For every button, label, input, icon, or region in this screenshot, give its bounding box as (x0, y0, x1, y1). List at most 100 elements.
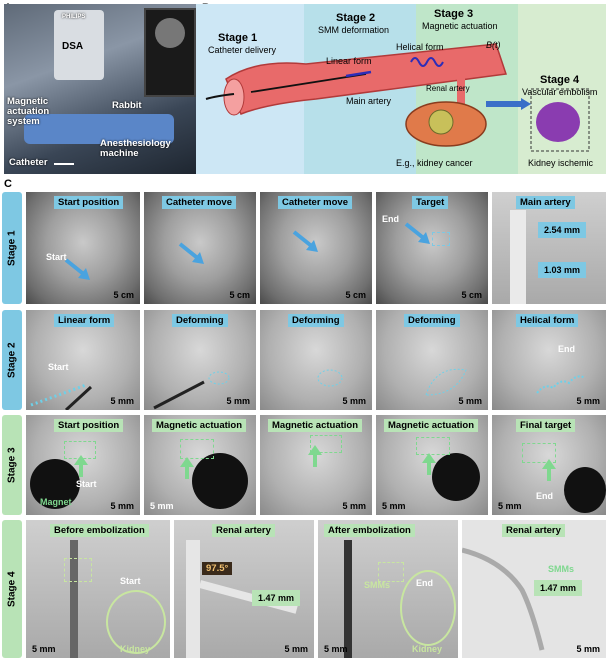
field-label: B(t) (486, 40, 501, 50)
stage1-caption-5: Main artery (516, 196, 575, 209)
schematic-panel: Stage 1 Catheter delivery Stage 2 SMM de… (196, 4, 606, 174)
stage1-frame-3: Catheter move 5 cm (260, 192, 372, 304)
stage2-caption-3: Deforming (288, 314, 344, 327)
operating-room-photo: PHILIPS DSA Magnetic actuation system Ra… (4, 4, 196, 174)
main-artery-vessel (510, 210, 526, 304)
stage1-scale-4: 5 cm (461, 290, 482, 300)
stage2-frame-4: Deforming 5 mm (376, 310, 488, 410)
stage1-scale-3: 5 cm (345, 290, 366, 300)
stage1-frame-4: Target End 5 cm (376, 192, 488, 304)
magnet-disc-1 (30, 459, 80, 509)
magnet-disc-4 (432, 453, 480, 501)
stage4-kidney-label-1: Kidney (120, 644, 151, 654)
stage4-roi-box-2 (378, 562, 404, 582)
stage3-box-1 (64, 441, 96, 459)
stage3-scale-4: 5 mm (382, 501, 406, 511)
stage1-target-box (432, 232, 450, 246)
anesthesiology-label: Anesthesiology machine (100, 138, 171, 159)
stage2-title: Stage 2 (336, 12, 376, 24)
stage2-frame-5: Helical form End 5 mm (492, 310, 606, 410)
stage3-magnet-label: Magnet (40, 497, 72, 507)
stage4-scale-1: 5 mm (32, 644, 56, 654)
stage3-caption-3: Magnetic actuation (268, 419, 363, 432)
stage4-caption-4: Renal artery (502, 524, 565, 537)
stage3-title: Stage 3 (434, 8, 474, 20)
monitor-screen (144, 8, 196, 97)
stage3-end-label: End (536, 491, 553, 501)
stage1-title: Stage 1 (218, 32, 258, 44)
dsa-c-arm (54, 10, 104, 80)
stage2-scale-4: 5 mm (458, 396, 482, 406)
stage2-caption-4: Deforming (404, 314, 460, 327)
stage1-arrow-3 (292, 230, 318, 252)
stage4-kidney-outline-2 (400, 570, 456, 646)
stage3-scale-2: 5 mm (150, 501, 174, 511)
stage4-aorta-2 (186, 540, 200, 658)
stage4-renal-vessel-2 (462, 547, 545, 651)
stage4-angle-label: 97.5° (202, 562, 233, 575)
stage2-scale-2: 5 mm (226, 396, 250, 406)
stage3-row: Start position Magnet Start 5 mm Magneti… (26, 415, 606, 515)
stage2-row: Linear form Start 5 mm Deforming 5 mm De… (26, 310, 606, 410)
stage3-caption-2: Magnetic actuation (152, 419, 247, 432)
stage1-start-label: Start (46, 252, 67, 262)
stage2-helix (536, 375, 586, 394)
stage1-arrow-4 (404, 222, 430, 244)
stage4-measure-2: 1.47 mm (534, 580, 583, 596)
stage1-arrow-1 (64, 258, 90, 280)
stage4-smms-label-2: SMMs (548, 564, 575, 574)
stage1-caption-1: Start position (54, 196, 124, 209)
stage3-arrow-2 (180, 457, 194, 479)
stage1-caption-3: Catheter move (278, 196, 352, 209)
stage1-caption-2: Catheter move (162, 196, 236, 209)
stage1-frame-1: Start position Start 5 cm (26, 192, 140, 304)
rabbit-label: Rabbit (112, 100, 142, 111)
stage1-scale-1: 5 cm (113, 290, 134, 300)
magnet-disc-2 (192, 453, 248, 509)
stage4-frame-2: Renal artery 97.5° 1.47 mm 5 mm (174, 520, 314, 658)
stage4-frame-3: After embolization SMMs End Kidney 5 mm (318, 520, 458, 658)
stage2-catheter-3 (317, 369, 343, 387)
stage4-start-label: Start (120, 576, 141, 586)
stage2-scale-1: 5 mm (110, 396, 134, 406)
stage3-frame-5: Final target End 5 mm (492, 415, 606, 515)
stage4-subtitle: Vascular embolism (522, 87, 598, 97)
kidney-ischemic-label: Kidney ischemic (528, 158, 594, 168)
stage1-subtitle: Catheter delivery (208, 45, 277, 55)
stage3-tab: Stage 3 (2, 415, 22, 515)
stage3-arrow-1 (74, 455, 88, 477)
stage3-box-3 (310, 435, 342, 453)
stage2-catheter-1 (30, 383, 93, 410)
catheter-pointer (54, 163, 74, 165)
stage1-scale-2: 5 cm (229, 290, 250, 300)
stage4-caption-2: Renal artery (212, 524, 275, 537)
stage4-caption-3: After embolization (324, 524, 415, 537)
helical-form-label: Helical form (396, 42, 444, 52)
stage4-caption-1: Before embolization (50, 524, 149, 537)
stage3-box-4 (416, 437, 450, 455)
stage4-scale-2: 5 mm (284, 644, 308, 654)
stage4-scale-4: 5 mm (576, 644, 600, 654)
stage3-box-5 (522, 443, 556, 463)
stage3-scale-5: 5 mm (498, 501, 522, 511)
dsa-label: DSA (62, 41, 84, 52)
stage3-caption-1: Start position (54, 419, 124, 432)
stage1-row: Start position Start 5 cm Catheter move … (26, 192, 606, 304)
stage3-arrow-5 (542, 459, 556, 481)
example-label: E.g., kidney cancer (396, 158, 473, 168)
stage1-arrow-2 (178, 242, 204, 264)
magnetic-system-label: Magnetic actuation system (7, 96, 50, 127)
stage4-row: Before embolization Start Kidney 5 mm Re… (26, 520, 606, 658)
stage3-caption-4: Magnetic actuation (384, 419, 479, 432)
stage4-scale-3: 5 mm (324, 644, 348, 654)
stage4-measure-1: 1.47 mm (252, 590, 301, 606)
stage1-tab: Stage 1 (2, 192, 22, 304)
stage3-frame-2: Magnetic actuation 5 mm (144, 415, 256, 515)
stage3-bg (416, 4, 518, 174)
stage2-frame-2: Deforming 5 mm (144, 310, 256, 410)
stage4-tab: Stage 4 (2, 520, 22, 658)
stage1-end-label: End (382, 214, 399, 224)
stage3-frame-4: Magnetic actuation 5 mm (376, 415, 488, 515)
magnet-disc-5 (564, 467, 606, 513)
stage2-catheter-2 (153, 371, 230, 410)
